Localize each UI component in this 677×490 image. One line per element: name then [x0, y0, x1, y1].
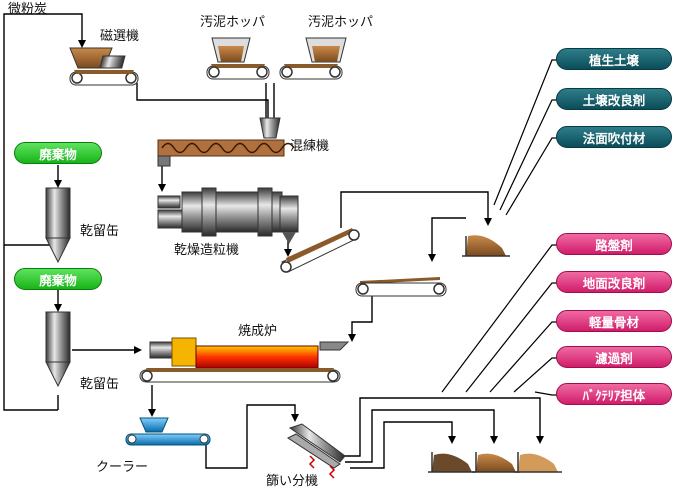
retort-1-label: 乾留缶: [80, 224, 120, 239]
sludge-hopper-1: [206, 37, 270, 80]
magnetic-separator-label: 磁選機: [100, 29, 140, 44]
product-pile-bottom-3: [514, 452, 562, 473]
magnetic-separator: [69, 47, 139, 86]
retort-2: [45, 311, 71, 388]
dryer-granulator: [157, 187, 299, 244]
sludge-hopper-2: [279, 37, 347, 80]
product-bacteria-carrier: ﾊﾞｸﾃﾘｱ担体: [556, 383, 672, 405]
mixer-label: 混練機: [290, 139, 330, 154]
retort-1: [45, 187, 71, 264]
mixer: [157, 117, 295, 167]
sludge-hopper-2-label: 汚泥ホッパ: [308, 15, 374, 30]
product-pile-bottom-2: [472, 452, 520, 473]
sieve: [286, 423, 346, 479]
kiln: [139, 337, 350, 383]
product-filter-media: 濾過剤: [556, 346, 672, 368]
product-ground-improver: 地面改良剤: [556, 271, 672, 293]
cooler-label: クーラー: [96, 460, 149, 475]
inclined-conveyor-1: [280, 228, 360, 273]
cooler: [125, 417, 211, 446]
waste-input-1: 廃棄物: [14, 142, 102, 164]
product-lightweight-aggregate: 軽量骨材: [556, 310, 672, 332]
product-pile-1: [462, 235, 510, 257]
product-slope-spray-material: 法面吹付材: [556, 126, 672, 148]
kiln-label: 焼成炉: [238, 324, 278, 339]
product-roadbed-agent: 路盤剤: [556, 233, 672, 255]
sludge-hopper-1-label: 汚泥ホッパ: [200, 15, 266, 30]
flow-lines: [3, 13, 544, 469]
fine-coal-label: 微粉炭: [8, 2, 48, 17]
product-pile-bottom-1: [428, 452, 476, 473]
dryer-granulator-label: 乾燥造粒機: [174, 243, 240, 258]
horizontal-conveyor-2: [355, 277, 447, 297]
waste-input-2: 廃棄物: [14, 268, 102, 290]
retort-2-label: 乾留缶: [80, 377, 120, 392]
product-vegetation-soil: 植生土壌: [556, 48, 672, 70]
product-callout-lines: [441, 59, 560, 396]
product-soil-conditioner: 土壌改良剤: [556, 88, 672, 110]
sieve-label: 篩い分機: [266, 474, 319, 489]
